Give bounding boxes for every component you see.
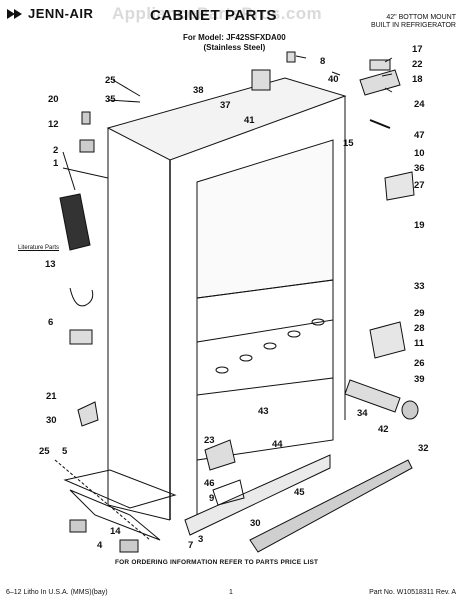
- product-line-1: 42" BOTTOM MOUNT: [386, 14, 456, 21]
- model-number: For Model: JF42SSFXDA00: [183, 33, 286, 42]
- callout-43: 43: [258, 406, 269, 417]
- callout-24: 24: [414, 99, 425, 110]
- page-number: 1: [229, 589, 233, 596]
- callout-38: 38: [193, 85, 204, 96]
- callout-17: 17: [412, 44, 423, 55]
- callout-34: 34: [357, 408, 368, 419]
- callout-26: 26: [414, 358, 425, 369]
- callout-42: 42: [378, 424, 389, 435]
- callout-19: 19: [414, 220, 425, 231]
- callout-41: 41: [244, 115, 255, 126]
- callout-44: 44: [272, 439, 283, 450]
- callout-39: 39: [414, 374, 425, 385]
- callout-45: 45: [294, 487, 305, 498]
- callout-36: 36: [414, 163, 425, 174]
- callout-9: 9: [209, 493, 215, 504]
- callout-46: 46: [204, 478, 215, 489]
- literature-parts-label: Literature Parts: [18, 245, 60, 251]
- literature-book: [59, 193, 91, 251]
- callout-35: 35: [105, 94, 116, 105]
- callout-7: 7: [188, 540, 194, 551]
- callout-14: 14: [110, 526, 121, 537]
- callout-47: 47: [414, 130, 425, 141]
- callout-1: 1: [53, 158, 59, 169]
- callout-37: 37: [220, 100, 231, 111]
- callout-2: 2: [53, 145, 59, 156]
- callout-27: 27: [414, 180, 425, 191]
- base-frame: [63, 469, 177, 509]
- callout-30-lower: 30: [250, 518, 261, 529]
- watermark: AppliancePartsPros.com: [112, 4, 323, 23]
- callout-4: 4: [97, 540, 103, 551]
- toe-plate: [249, 459, 413, 553]
- product-line-2: BUILT IN REFRIGERATOR: [370, 22, 456, 29]
- callout-8: 8: [320, 56, 326, 67]
- product-description: 42" BOTTOM MOUNT BUILT IN REFRIGERATOR: [371, 14, 456, 30]
- divider-shelf: [196, 279, 334, 343]
- page-title: CABINET PARTS: [150, 7, 278, 24]
- top-bracket: [251, 69, 271, 91]
- callout-5: 5: [62, 446, 68, 457]
- callout-23: 23: [204, 435, 215, 446]
- litho-info: 6–12 Litho In U.S.A. (MMS)(bay): [6, 589, 108, 596]
- callout-32: 32: [418, 443, 429, 454]
- callout-30-left: 30: [46, 415, 57, 426]
- callout-15: 15: [343, 138, 354, 149]
- kick-grille: [184, 454, 331, 536]
- model-info: For Model: JF42SSFXDA00 (Stainless Steel…: [183, 33, 286, 53]
- callout-28: 28: [414, 323, 425, 334]
- ordering-note: FOR ORDERING INFORMATION REFER TO PARTS …: [115, 559, 319, 566]
- callout-12: 12: [48, 119, 59, 130]
- part-number: Part No. W10518311 Rev. A: [369, 589, 456, 596]
- callout-25: 25: [105, 75, 116, 86]
- callout-13: 13: [45, 259, 56, 270]
- cylinder-part: [344, 379, 401, 413]
- callout-10: 10: [414, 148, 425, 159]
- callout-25-lower: 25: [39, 446, 50, 457]
- brand-logo: JENN-AIR: [6, 6, 93, 21]
- callout-6: 6: [48, 317, 54, 328]
- callout-22: 22: [412, 59, 423, 70]
- callout-29: 29: [414, 308, 425, 319]
- interior-back-panel: [196, 139, 334, 299]
- tube-part: [69, 287, 94, 307]
- callout-33: 33: [414, 281, 425, 292]
- callout-21: 21: [46, 391, 57, 402]
- brand-mark-icon: [6, 7, 24, 21]
- callout-20: 20: [48, 94, 59, 105]
- brand-name: JENN-AIR: [28, 6, 94, 21]
- model-finish: (Stainless Steel): [203, 43, 266, 52]
- lower-compartment: [196, 377, 334, 461]
- callout-3: 3: [198, 534, 204, 545]
- callout-18: 18: [412, 74, 423, 85]
- callout-11: 11: [414, 338, 425, 349]
- callout-40: 40: [328, 74, 339, 85]
